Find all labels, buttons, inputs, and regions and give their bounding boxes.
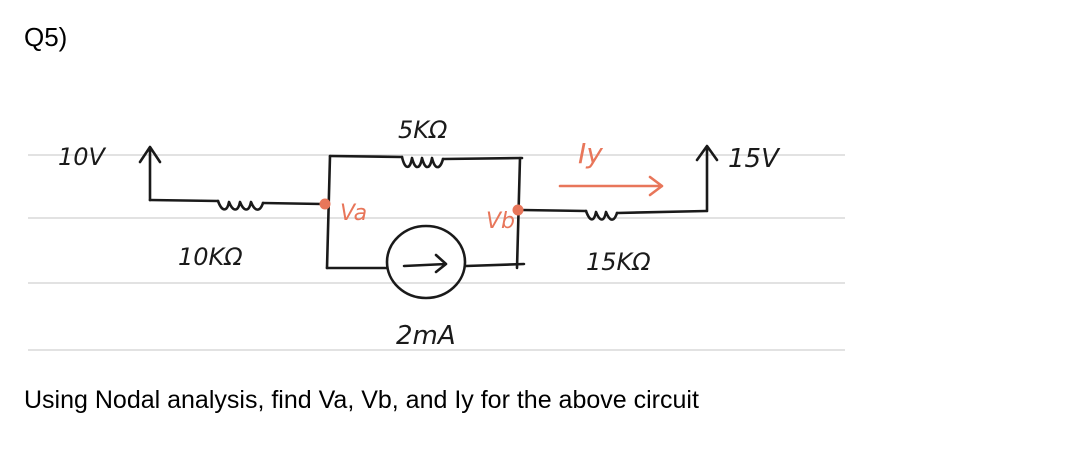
source-left-label: 10V xyxy=(58,143,107,171)
wire-10v-to-10k xyxy=(148,198,220,203)
source-15v-arrow xyxy=(695,144,719,213)
resistor-15k xyxy=(584,209,619,221)
wire-15k-to-15v xyxy=(615,209,708,215)
wire-10k-to-node-a xyxy=(261,201,324,206)
current-source-label: 2mA xyxy=(396,321,456,351)
node-a-dot xyxy=(319,198,331,210)
node-b-label: Vb xyxy=(486,209,515,234)
question-text: Using Nodal analysis, find Va, Vb, and I… xyxy=(24,386,699,414)
circuit-accent xyxy=(558,175,664,197)
current-source-circle xyxy=(385,224,467,300)
wire-box-left xyxy=(325,154,332,270)
resistor-right-label: 15KΩ xyxy=(586,248,651,276)
node-b-dot xyxy=(512,204,524,216)
wire-box-bottom-right xyxy=(464,262,526,268)
resistor-5k xyxy=(400,155,445,169)
resistor-left-label: 10KΩ xyxy=(178,243,243,271)
source-10v-arrow xyxy=(138,145,162,202)
resistor-top-label: 5KΩ xyxy=(398,116,448,144)
current-source-arrow xyxy=(402,253,448,274)
wire-box-top-right xyxy=(441,156,524,161)
ruled-lines xyxy=(28,154,845,351)
resistor-10k xyxy=(216,199,265,211)
wire-box-top-left xyxy=(328,154,404,159)
wire-node-b-to-15k xyxy=(520,208,588,213)
current-iy-arrow xyxy=(558,175,664,197)
current-label: Iy xyxy=(578,137,603,170)
node-a-label: Va xyxy=(340,201,367,226)
question-number: Q5) xyxy=(24,22,68,52)
source-right-label: 15V xyxy=(728,144,781,174)
